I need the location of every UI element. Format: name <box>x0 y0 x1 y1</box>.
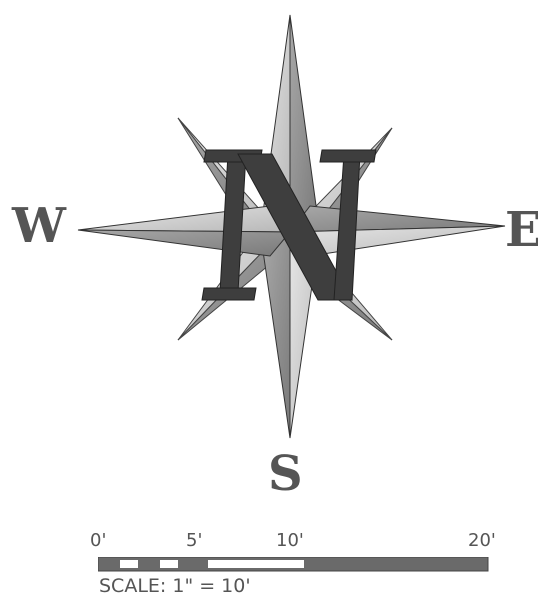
east-label: E <box>505 206 538 254</box>
point-south-left <box>262 232 290 438</box>
tick-label-20: 20' <box>468 530 496 551</box>
scale-bar <box>98 557 490 573</box>
point-west-top <box>78 206 290 232</box>
west-label: W <box>12 202 66 250</box>
scale-segment <box>208 560 304 568</box>
point-west-bottom <box>78 230 290 256</box>
scale-caption: SCALE: 1" = 10' <box>99 575 251 597</box>
tick-label-0: 0' <box>90 530 106 551</box>
scale-segment <box>120 560 138 568</box>
tick-label-5: 5' <box>186 530 202 551</box>
tick-label-10: 10' <box>276 530 304 551</box>
south-label: S <box>268 450 303 498</box>
scale-segment <box>160 560 178 568</box>
scale-tick-labels: 0' 5' 10' 20' <box>90 530 520 552</box>
